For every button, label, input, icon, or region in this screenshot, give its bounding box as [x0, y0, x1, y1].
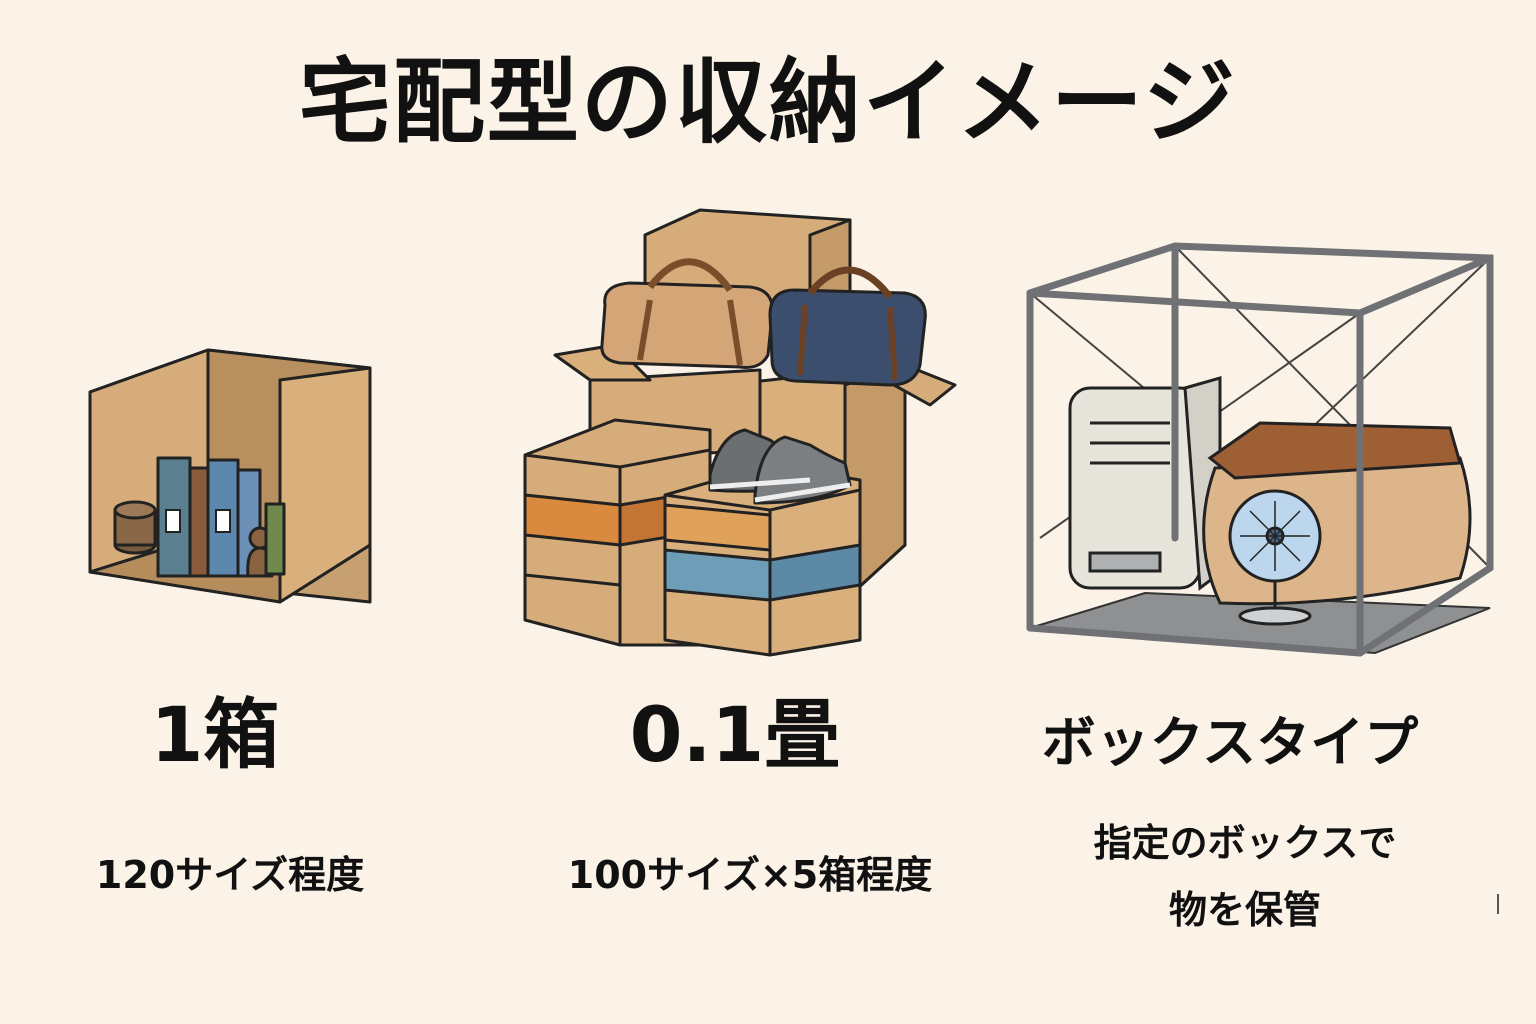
option-3-description-line2: 物を保管 — [1168, 888, 1321, 932]
divider-mark — [1497, 894, 1499, 914]
option-3-description-line1: 指定のボックスで — [1093, 821, 1397, 865]
option-1-headline: 1箱 — [150, 690, 280, 779]
single-box-illustration — [88, 348, 372, 604]
box-stack-illustration — [523, 208, 957, 657]
page-title: 宅配型の収納イメージ — [298, 49, 1238, 156]
option-2-headline: 0.1畳 — [629, 690, 841, 779]
option-1-description: 120サイズ程度 — [95, 853, 365, 897]
option-2-description: 100サイズ×5箱程度 — [567, 853, 933, 897]
option-3-headline: ボックスタイプ — [1041, 711, 1419, 774]
storage-frame-illustration — [1026, 242, 1494, 657]
